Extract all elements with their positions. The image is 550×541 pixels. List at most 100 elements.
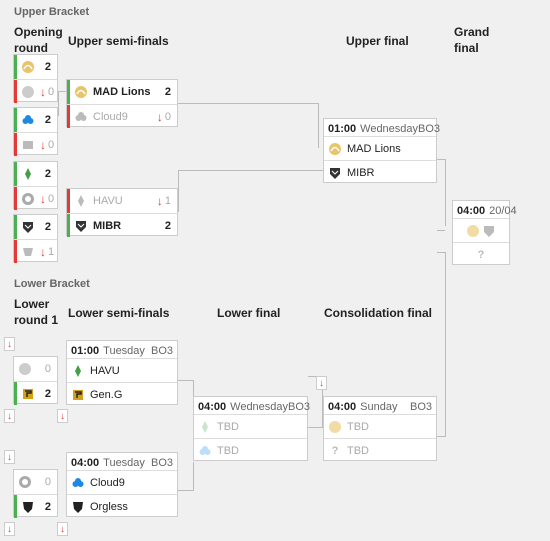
team-row-winner[interactable]: MAD Lions 2 (67, 80, 177, 104)
score: 0 (44, 476, 51, 488)
lower-semi-1[interactable]: 01:00 Tuesday BO3 HAVU Gen.G (66, 340, 178, 405)
team-row-loser[interactable]: Cloud9 ↓0 (67, 104, 177, 128)
havu-icon (71, 364, 85, 378)
gray-team-icon (18, 475, 32, 489)
lower-final-match[interactable]: 04:00 Wednesday BO3 TBD TBD (193, 396, 310, 462)
team-row-winner[interactable]: 2 (14, 55, 57, 79)
match-day: 20/04 (489, 205, 517, 217)
upper-final-match[interactable]: 01:00 Wednesday BO3 MAD Lions MIBR (323, 118, 440, 184)
upper-bracket-title: Upper Bracket (14, 6, 90, 18)
score: 2 (44, 114, 51, 126)
mad-lions-icon (466, 224, 480, 238)
mad-lions-icon (21, 60, 35, 74)
team-name: Cloud9 (93, 110, 128, 123)
opening-match-3[interactable]: 2 ↓0 (13, 161, 58, 210)
score: 2 (44, 168, 51, 180)
match-time: 04:00 (457, 205, 486, 217)
cloud9-icon (71, 476, 85, 490)
team-row-winner[interactable]: 2 (14, 162, 57, 186)
havu-icon (74, 194, 88, 208)
team-row[interactable]: ? TBD (324, 438, 436, 462)
grand-final-header: Grand final (454, 25, 490, 55)
score: 2 (44, 61, 51, 73)
team-row-loser[interactable]: ↓0 (14, 79, 57, 103)
team-row-winner[interactable]: MIBR 2 (67, 213, 177, 237)
team-row[interactable]: TBD (324, 414, 436, 438)
match-format: BO3 (418, 123, 441, 135)
team-row-loser[interactable]: ↓0 (14, 132, 57, 156)
team-row-winner[interactable]: 2 (14, 381, 57, 405)
lose-arrow-icon: ↓ (57, 522, 68, 536)
lose-arrow-icon: ↓ (57, 409, 68, 423)
match-time: 04:00 (198, 401, 227, 413)
lower-semi-2[interactable]: 04:00 Tuesday BO3 Cloud9 Orgless (66, 452, 178, 517)
upper-semi-2[interactable]: HAVU ↓1 MIBR 2 (66, 188, 178, 237)
team-name: Gen.G (90, 388, 123, 401)
team-row[interactable]: MAD Lions (324, 136, 436, 160)
mibr-icon (74, 219, 88, 233)
orgless-icon (71, 500, 85, 514)
team-name: TBD (347, 420, 369, 433)
team-name: Orgless (90, 500, 128, 513)
team-name: Cloud9 (90, 476, 125, 489)
gray-team-icon (18, 362, 32, 376)
team-row[interactable]: TBD (194, 438, 307, 462)
team-name: HAVU (90, 364, 120, 377)
score: 0 (44, 363, 51, 375)
team-row-loser[interactable]: ↓0 (14, 186, 57, 210)
match-day: Tuesday (103, 457, 145, 469)
unknown-team-icon: ? (477, 248, 485, 261)
score: 2 (44, 387, 51, 400)
tbd-team-icon (328, 420, 342, 434)
match-header: 01:00 Tuesday BO3 (67, 341, 177, 361)
grand-final-match[interactable]: 04:00 20/04 ? (452, 200, 517, 266)
match-header: 04:00 Wednesday BO3 (194, 397, 310, 417)
team-row-winner[interactable]: 2 (14, 494, 57, 518)
team-row[interactable]: Gen.G (67, 382, 177, 406)
team-row-loser[interactable]: HAVU ↓1 (67, 189, 177, 213)
match-day: Tuesday (103, 345, 145, 357)
consolation-final-match[interactable]: 04:00 Sunday BO3 TBD ? TBD (323, 396, 437, 461)
lose-arrow-icon: ↓ (156, 109, 163, 124)
lose-arrow-icon: ↓ (4, 450, 15, 464)
cloud9-icon (74, 110, 88, 124)
team-row-winner[interactable]: 2 (14, 108, 57, 132)
team-row-loser[interactable]: 0 (14, 357, 57, 381)
lose-arrow-icon: ↓ (156, 194, 163, 208)
opening-match-4[interactable]: 2 ↓1 (13, 214, 58, 263)
team-row[interactable] (453, 218, 509, 242)
match-time: 01:00 (71, 345, 100, 357)
lose-arrow-icon: ↓ (40, 191, 46, 206)
team-row-loser[interactable]: ↓1 (14, 239, 57, 263)
match-format: BO3 (150, 457, 173, 469)
lower-final-header: Lower final (217, 306, 281, 320)
team-row[interactable]: MIBR (324, 160, 436, 184)
lose-arrow-icon: ↓ (40, 244, 46, 259)
team-row[interactable]: Orgless (67, 494, 177, 518)
team-name: TBD (217, 444, 239, 457)
score: 0 (48, 85, 55, 98)
lower-bracket-title: Lower Bracket (14, 278, 90, 290)
mad-lions-icon (74, 85, 88, 99)
team-row[interactable]: HAVU (67, 358, 177, 382)
opening-match-2[interactable]: 2 ↓0 (13, 107, 58, 156)
score: 0 (164, 110, 171, 123)
upper-semi-1[interactable]: MAD Lions 2 Cloud9 ↓0 (66, 79, 178, 128)
match-header: 01:00 Wednesday BO3 (324, 119, 440, 139)
team-row-loser[interactable]: 0 (14, 470, 57, 494)
team-name: MAD Lions (347, 142, 401, 155)
match-day: Wednesday (360, 123, 419, 135)
opening-match-1[interactable]: 2 ↓0 (13, 54, 58, 103)
team-row[interactable]: TBD (194, 414, 307, 438)
team-name: MAD Lions (93, 86, 151, 98)
match-time: 04:00 (71, 457, 100, 469)
team-row[interactable]: Cloud9 (67, 470, 177, 494)
match-header: 04:00 Tuesday BO3 (67, 453, 177, 473)
mibr-icon (328, 166, 342, 180)
lower-round-1-header: Lower round 1 (14, 297, 58, 327)
team-row-winner[interactable]: 2 (14, 215, 57, 239)
upper-semis-header: Upper semi-finals (68, 34, 169, 48)
lower-r1-match-1[interactable]: 0 2 (13, 356, 58, 405)
team-row[interactable]: ? (453, 242, 509, 266)
lower-r1-match-2[interactable]: 0 2 (13, 469, 58, 518)
